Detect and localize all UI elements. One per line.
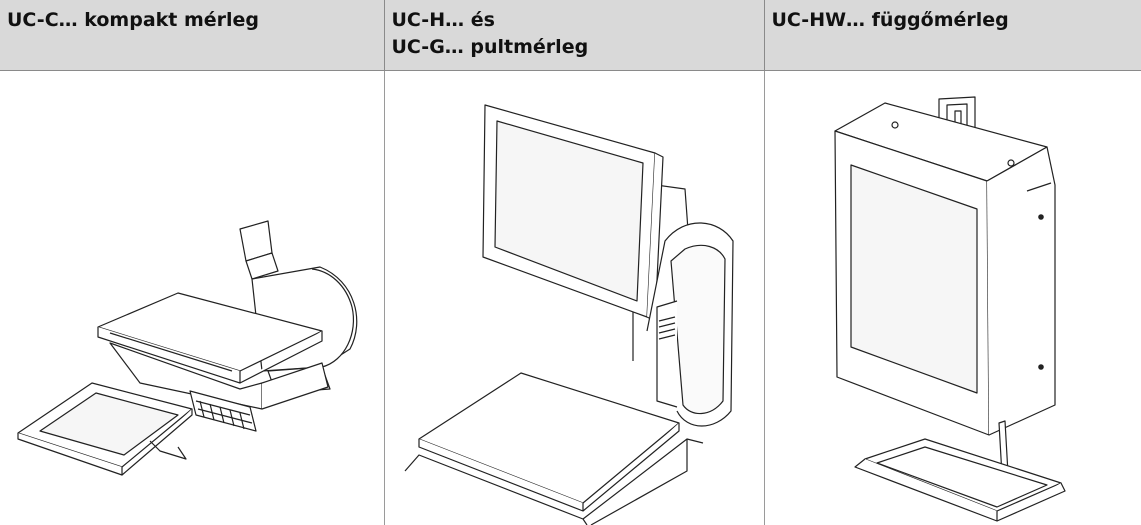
compact-scale-cell xyxy=(0,70,385,525)
counter-scale-cell xyxy=(383,70,765,525)
image-row xyxy=(0,70,1141,525)
header-counter-scale: UC-H… és UC-G… pultmérleg xyxy=(383,0,765,71)
header-row: UC-C… kompakt mérleg UC-H… és UC-G… pult… xyxy=(0,0,1141,71)
compact-scale-illustration xyxy=(0,71,383,525)
hanging-scale-cell xyxy=(763,70,1141,525)
hanging-scale-illustration xyxy=(765,71,1141,525)
header-compact-scale: UC-C… kompakt mérleg xyxy=(0,0,385,71)
header-hanging-scale: UC-HW… függőmérleg xyxy=(763,0,1141,71)
counter-scale-illustration xyxy=(385,71,765,525)
